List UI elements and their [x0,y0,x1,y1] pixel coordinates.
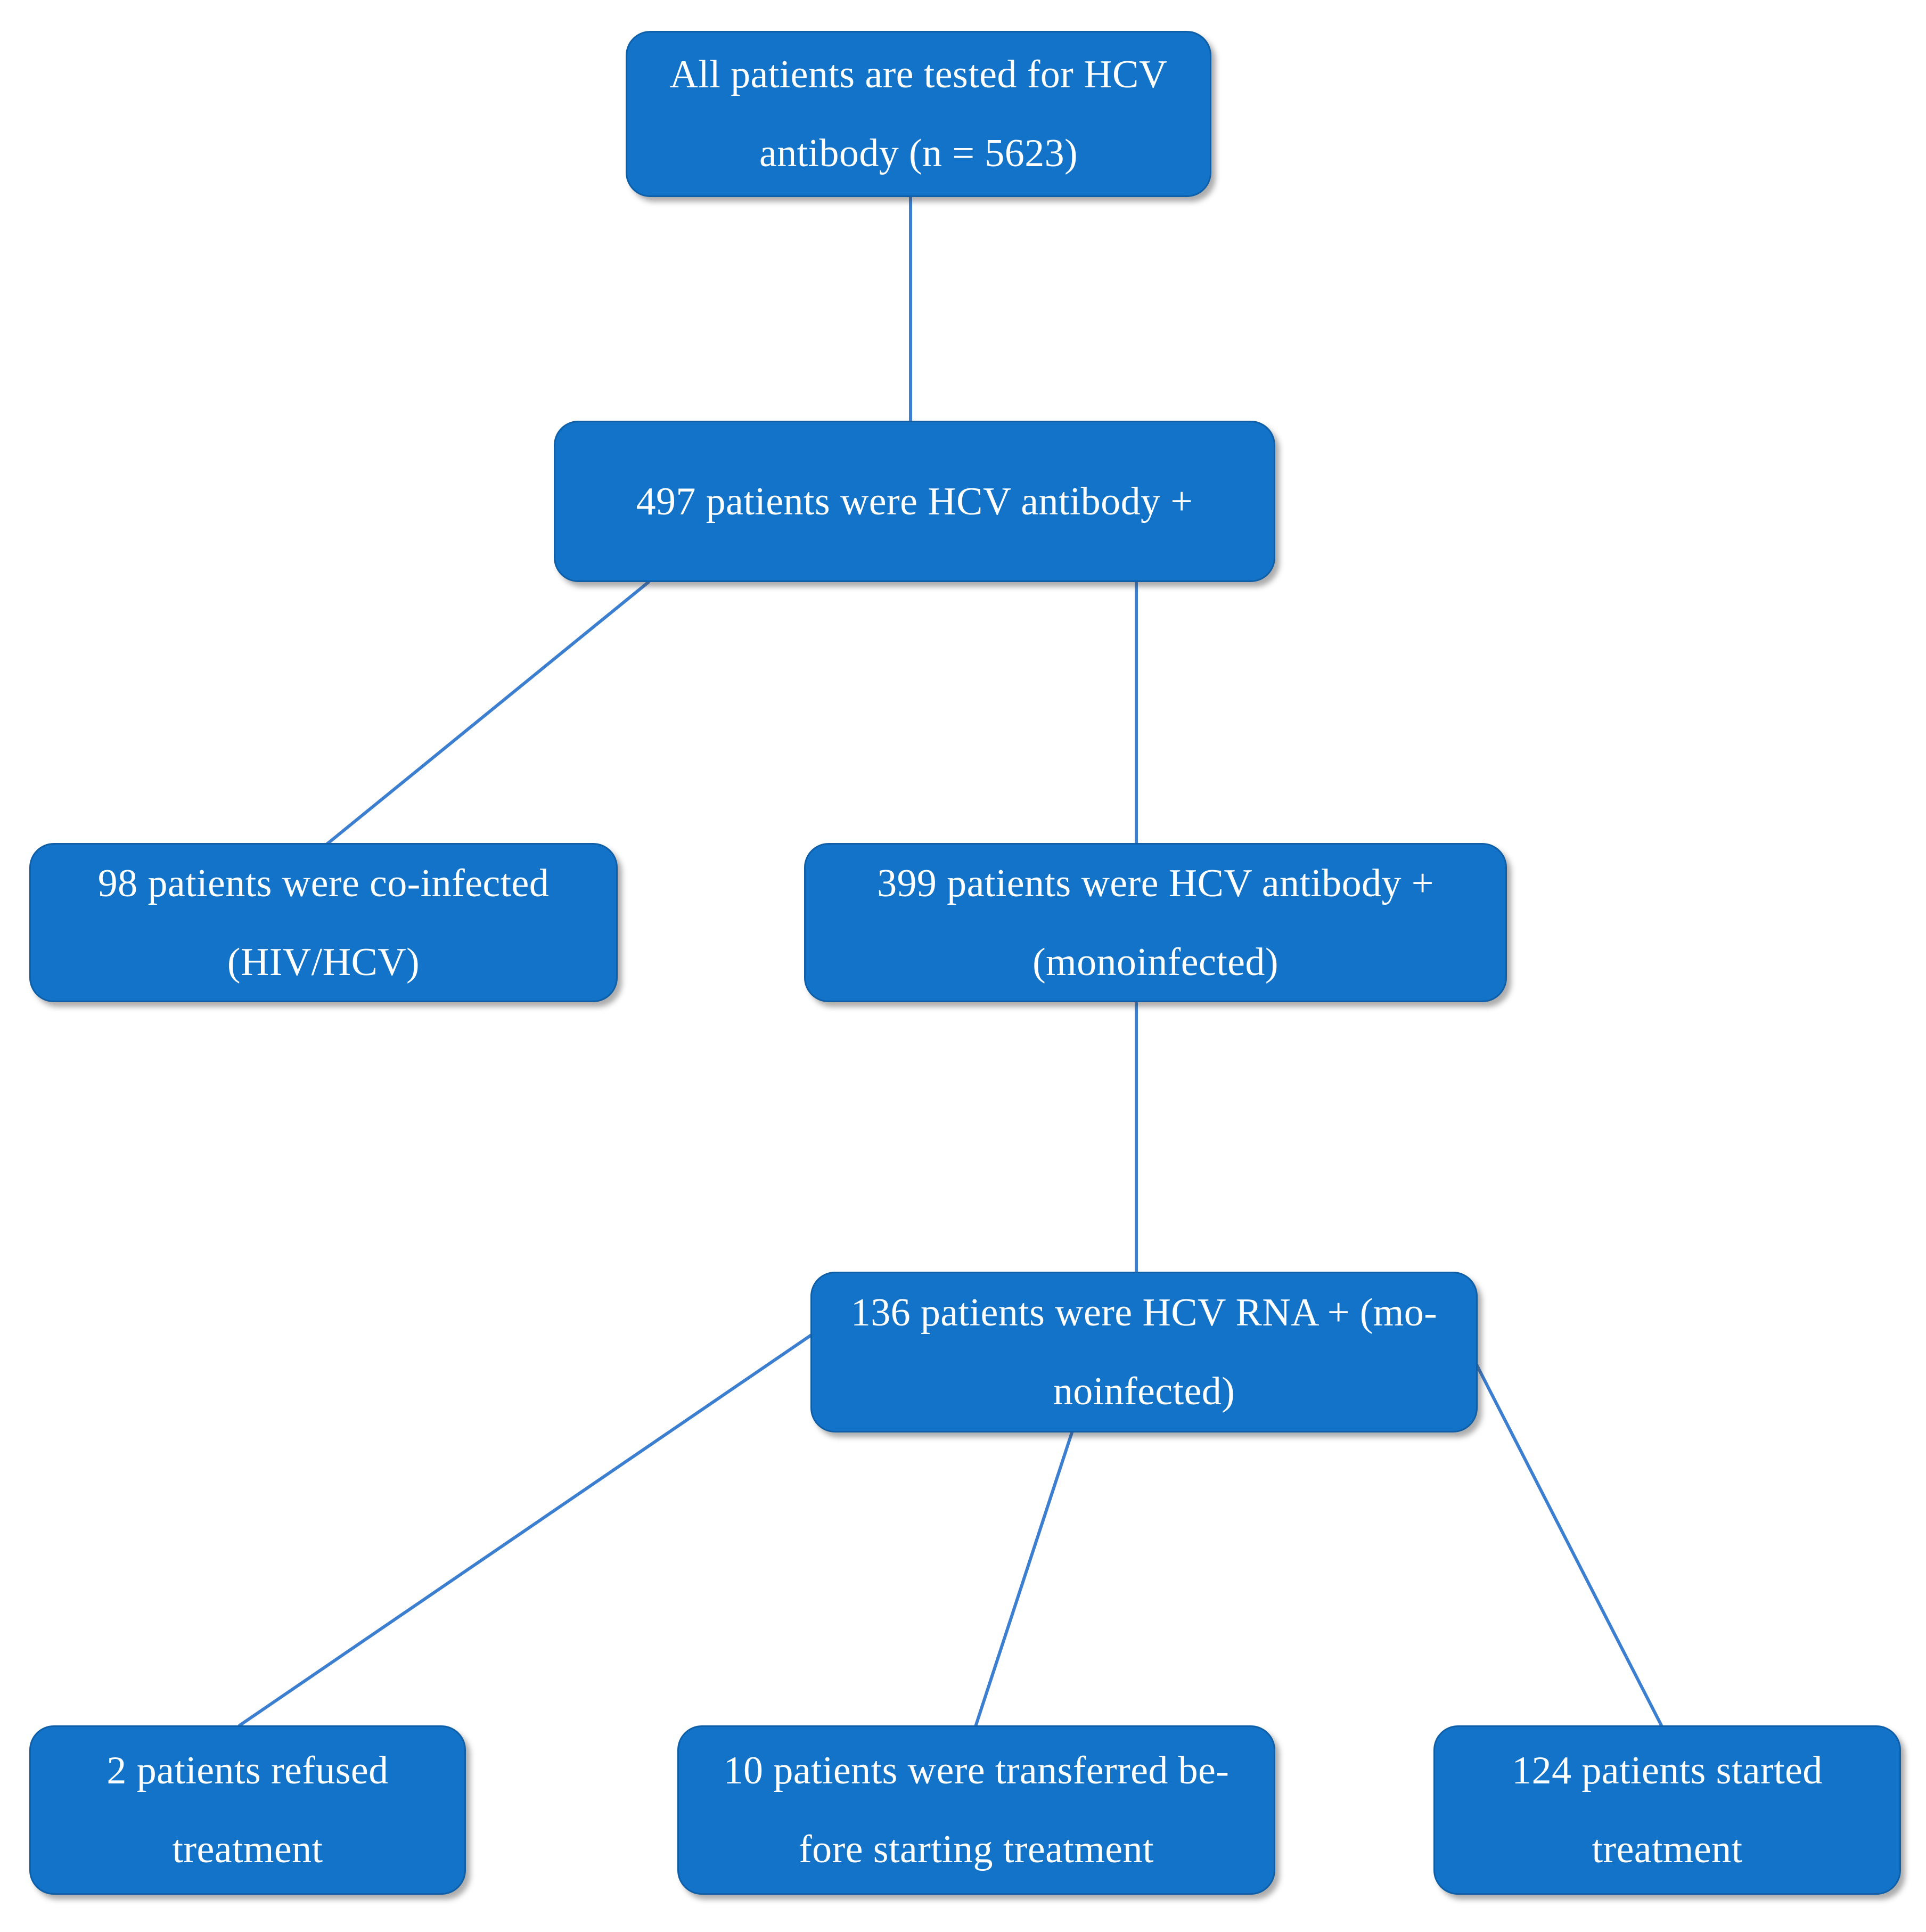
edge-rna-to-transferred [974,1431,1073,1728]
edge-antibody-to-coinfected [325,580,650,846]
node-refused-treatment[interactable]: 2 patients refused treatment [29,1725,466,1895]
node-label-monoinfected-antibody: 399 patients were HCV antibody + (monoin… [877,861,1434,984]
node-transferred[interactable]: 10 patients were transferred be-fore sta… [677,1725,1275,1895]
edge-rna-to-started [1460,1334,1663,1727]
edge-rna-to-refused [238,1334,812,1727]
node-antibody-positive[interactable]: 497 patients were HCV antibody + [554,421,1275,582]
node-label-transferred: 10 patients were transferred be-fore sta… [723,1749,1230,1871]
node-monoinfected-antibody[interactable]: 399 patients were HCV antibody + (monoin… [804,843,1507,1002]
node-label-rna-positive: 136 patients were HCV RNA + (mo-noinfect… [850,1291,1438,1413]
node-label-all-tested: All patients are tested for HCV antibody… [669,53,1168,175]
node-all-tested[interactable]: All patients are tested for HCV antibody… [626,31,1211,197]
node-label-coinfected: 98 patients were co-infected (HIV/HCV) [97,861,550,984]
node-label-started-treatment: 124 patients started treatment [1512,1749,1823,1871]
node-rna-positive[interactable]: 136 patients were HCV RNA + (mo-noinfect… [810,1272,1478,1432]
node-label-refused-treatment: 2 patients refused treatment [106,1749,389,1871]
node-started-treatment[interactable]: 124 patients started treatment [1433,1725,1901,1895]
node-coinfected[interactable]: 98 patients were co-infected (HIV/HCV) [29,843,618,1002]
node-label-antibody-positive: 497 patients were HCV antibody + [636,479,1193,523]
